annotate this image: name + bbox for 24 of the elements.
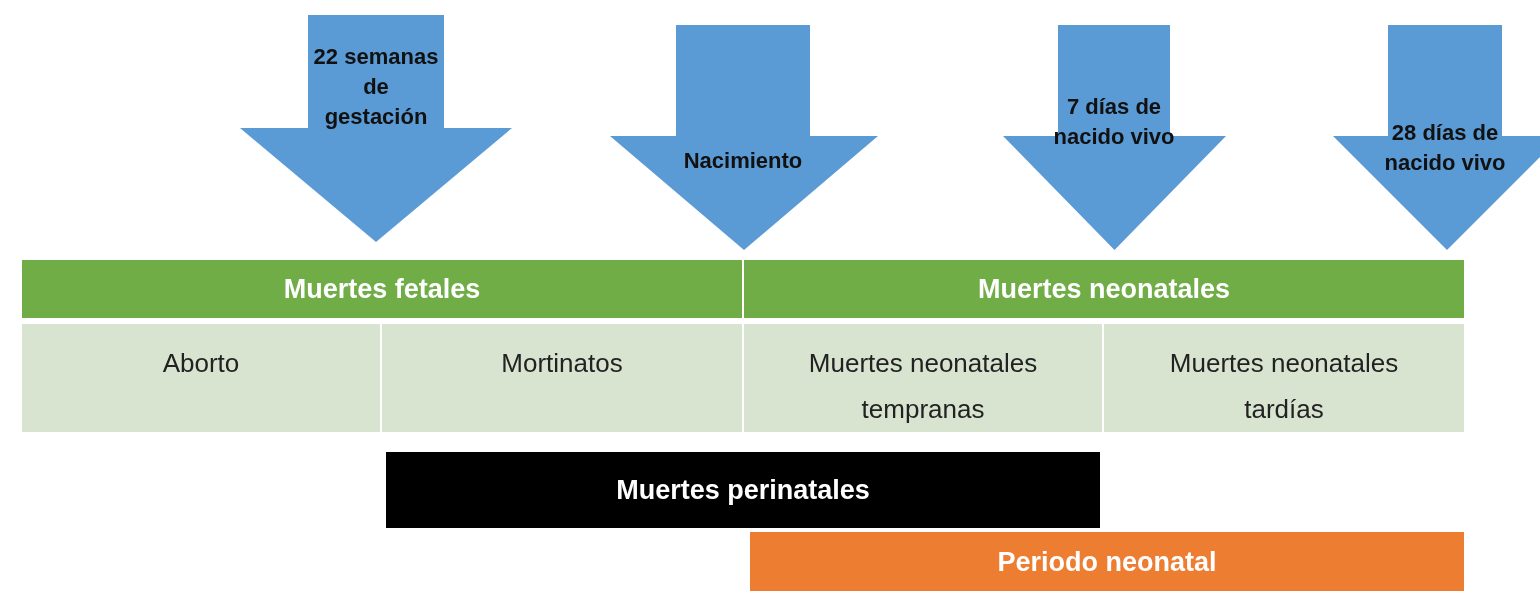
bar-label: Periodo neonatal [997,545,1217,579]
period-bar [750,532,1464,591]
down-arrow [1003,25,1226,250]
period-bar [22,260,742,318]
arrow-label: 22 semanas de gestación [312,43,440,131]
arrow-label: 28 días de nacido vivo [1383,119,1507,177]
cell-label: Muertes neonatales tardías [1168,347,1400,426]
arrow-label: Nacimiento [682,147,804,175]
cell-label: Mortinatos [501,347,623,380]
bar-label: Muertes neonatales [977,273,1231,306]
cell-label: Aborto [162,347,240,380]
down-arrow [610,25,878,250]
category-cell [382,324,742,432]
bar-label: Muertes perinatales [616,474,870,507]
bar-label: Muertes fetales [283,273,481,306]
period-bar [744,260,1464,318]
down-arrow [240,15,512,242]
period-bar [386,452,1100,528]
down-arrow [1333,25,1540,250]
category-cell [1104,324,1464,432]
category-cell [744,324,1102,432]
category-cell [22,324,380,432]
arrow-label: 7 días de nacido vivo [1052,93,1176,151]
cell-label: Muertes neonatales tempranas [807,347,1039,426]
